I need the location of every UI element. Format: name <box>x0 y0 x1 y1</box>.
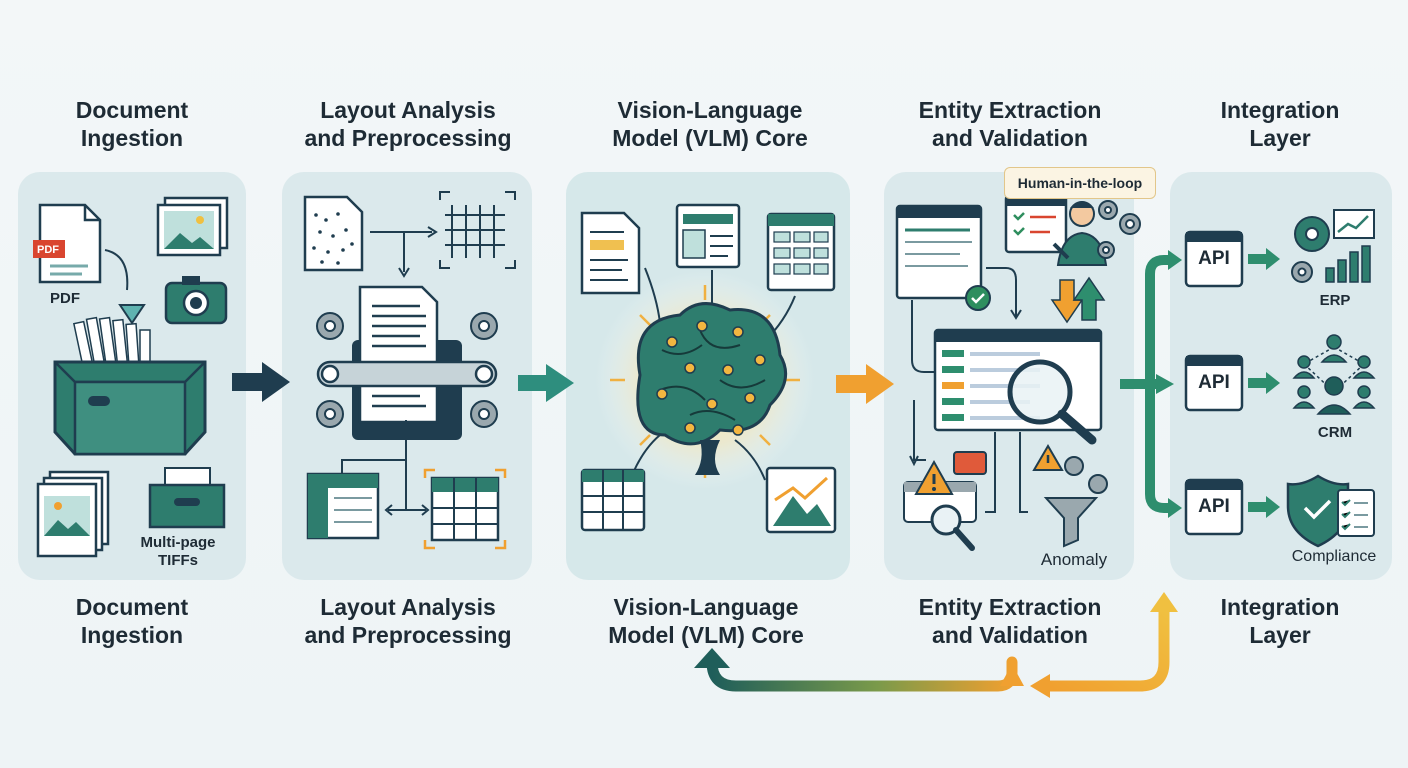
gear-icon <box>1291 216 1330 283</box>
stage-bottom-extraction: Entity Extraction and Validation <box>918 594 1102 648</box>
image-stack-icon <box>156 196 229 257</box>
pdf-file-icon <box>33 203 102 284</box>
document-check-icon <box>895 204 991 311</box>
stage-title-vlm: Vision-Language Model (VLM) Core <box>612 97 808 151</box>
document-highlight-icon <box>580 211 641 295</box>
api-label-compliance: API <box>1198 496 1230 517</box>
stage-bottom-vlm: Vision-Language Model (VLM) Core <box>608 594 804 648</box>
people-network-icon <box>1292 334 1376 415</box>
arrow-vlm-to-extraction <box>836 364 894 404</box>
arrow-layout-to-vlm <box>518 364 574 402</box>
arrow-ingestion-to-layout <box>232 362 290 402</box>
api-window-crm <box>1184 354 1244 412</box>
magnifier-icon <box>1007 359 1097 445</box>
scanner-roller-icon <box>316 285 498 440</box>
gear-icon <box>1097 200 1141 259</box>
fanout-arrows <box>1120 250 1182 518</box>
pdf-label: PDF <box>50 290 80 307</box>
human-review-icon <box>1004 194 1108 266</box>
stage-title-extraction: Entity Extraction and Validation <box>918 97 1102 151</box>
stage-bottom-ingestion: Document Ingestion <box>75 594 189 648</box>
scanned-page-icon <box>303 195 364 272</box>
tiff-stack-icon <box>36 470 110 558</box>
review-arrows <box>1050 276 1106 324</box>
human-in-the-loop-badge: Human-in-the-loop <box>1004 167 1156 199</box>
api-window-erp <box>1184 230 1244 288</box>
chart-image-icon <box>765 466 837 534</box>
stage-bottom-layout: Layout Analysis and Preprocessing <box>304 594 512 648</box>
spreadsheet-icon <box>766 212 836 292</box>
compliance-label: Compliance <box>1291 548 1377 565</box>
file-drawer-icon <box>148 467 226 529</box>
stage-title-integration: Integration Layer <box>1220 97 1340 151</box>
table-columns-icon <box>306 472 380 540</box>
file-box-icon <box>53 316 207 456</box>
feedback-loop-arrow <box>694 648 1024 692</box>
api-label-crm: API <box>1198 372 1230 393</box>
api-window-compliance <box>1184 478 1244 536</box>
anomaly-label: Anomaly <box>1040 550 1108 569</box>
anomaly-filter-icon <box>1032 444 1108 548</box>
stage-bottom-integration: Integration Layer <box>1220 594 1340 648</box>
api-label-erp: API <box>1198 248 1230 269</box>
feedback-loop-arrow-return <box>1030 592 1178 698</box>
tiff-label: Multi-page TIFFs <box>140 534 216 569</box>
glow-rays <box>610 285 800 478</box>
stage-title-layout: Layout Analysis and Preprocessing <box>304 97 512 151</box>
form-layout-icon <box>675 203 741 269</box>
table-icon <box>580 468 646 532</box>
stage-title-ingestion: Document Ingestion <box>75 97 189 151</box>
warning-review-icon <box>903 451 987 551</box>
table-grid-icon <box>423 468 507 550</box>
brain-icon <box>636 302 788 475</box>
pdf-badge: PDF <box>37 244 59 256</box>
erp-label: ERP <box>1319 292 1351 309</box>
grid-detect-icon <box>439 191 516 269</box>
crm-label: CRM <box>1317 424 1353 441</box>
shield-check-icon <box>1286 474 1375 548</box>
camera-icon <box>164 276 228 325</box>
bar-chart-icon <box>1325 209 1375 283</box>
api-arrows <box>1248 248 1280 518</box>
gear-icon <box>316 312 498 428</box>
